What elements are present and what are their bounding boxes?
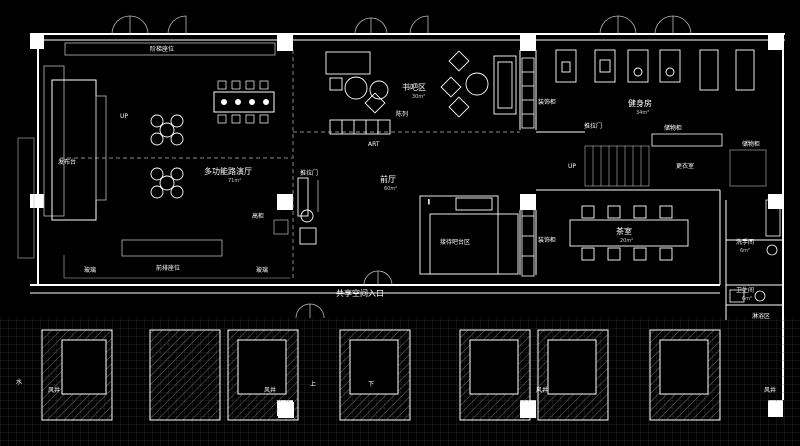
bottom-units bbox=[41, 329, 721, 421]
reception-label: 接待吧台区 bbox=[440, 238, 470, 246]
stair-up-label: 上 bbox=[310, 380, 316, 388]
up-hall-label: UP bbox=[120, 113, 128, 120]
glass-right-label: 玻璃 bbox=[256, 266, 268, 274]
restroom-label: 洗手间 bbox=[736, 238, 754, 246]
changing-box bbox=[729, 149, 767, 187]
lobby-label: 前厅 bbox=[380, 174, 396, 184]
book-bar bbox=[325, 50, 517, 118]
display-cabinet-mid bbox=[521, 195, 535, 277]
water-label: 水 bbox=[16, 378, 22, 386]
multi-hall: 阶梯座位 发布台 UP bbox=[17, 42, 290, 279]
display-mid-label: 装饰柜 bbox=[538, 236, 556, 244]
display-bar-label: 陈列 bbox=[396, 110, 408, 118]
lobby-area: 60m² bbox=[384, 186, 397, 192]
bar-zone-label: 书吧区 bbox=[402, 82, 426, 92]
tea-room-area: 20m² bbox=[620, 238, 633, 244]
multi-hall-label: 多功能路演厅 bbox=[204, 166, 252, 176]
front-seating-label: 前排座位 bbox=[156, 264, 180, 272]
tea-room-label: 茶室 bbox=[616, 226, 632, 236]
bar-zone-area: 30m² bbox=[412, 94, 425, 100]
entry-doors bbox=[295, 270, 393, 319]
gym-lockers bbox=[521, 57, 535, 129]
restroom-area: 6m² bbox=[740, 248, 750, 254]
changing-label: 更衣室 bbox=[676, 162, 694, 170]
storage-cabinet-bar bbox=[651, 133, 723, 147]
gym-label: 健身房 bbox=[628, 98, 652, 108]
multi-hall-area: 71m² bbox=[228, 178, 241, 184]
reception-bar: I bbox=[419, 195, 519, 275]
stair-down-label: 下 bbox=[368, 381, 374, 388]
sliding-door-lobby-label: 推拉门 bbox=[300, 169, 318, 177]
wind-3-label: 风井 bbox=[536, 386, 548, 394]
lounge-table-1 bbox=[150, 114, 184, 146]
sliding-door-gym-label: 推拉门 bbox=[584, 122, 602, 130]
wind-1-label: 风井 bbox=[48, 386, 60, 394]
display-top-label: 装饰柜 bbox=[538, 98, 556, 106]
wind-2-label: 风井 bbox=[264, 386, 276, 394]
restroom-fixtures bbox=[729, 199, 781, 303]
shower-label: 淋浴区 bbox=[752, 312, 770, 320]
reception-marker: I bbox=[428, 199, 430, 206]
bottom-columns bbox=[278, 402, 783, 418]
up-gym-label: UP bbox=[568, 163, 576, 170]
storage-label: 储物柜 bbox=[742, 140, 760, 148]
book-shelf bbox=[329, 119, 391, 135]
top-doors bbox=[111, 15, 692, 35]
gym-equipment bbox=[555, 49, 755, 91]
tea-table bbox=[569, 205, 689, 261]
high-cabinet-label: 高柜 bbox=[252, 212, 264, 220]
glass-left-label: 玻璃 bbox=[84, 266, 96, 274]
stage-seating-label: 阶梯座位 bbox=[150, 45, 174, 53]
storage-cab-label: 储物柜 bbox=[664, 124, 682, 132]
toilet-area: 6m² bbox=[742, 296, 752, 302]
wind-4-label: 风井 bbox=[764, 386, 776, 394]
outer-walls bbox=[30, 33, 785, 400]
art-label: ART bbox=[368, 141, 380, 148]
toilet-label: 卫生间 bbox=[736, 286, 754, 294]
stair bbox=[584, 145, 650, 187]
partitions bbox=[60, 50, 520, 280]
lounge-table-2 bbox=[150, 167, 184, 199]
meeting-table bbox=[213, 80, 275, 124]
release-stage-label: 发布台 bbox=[58, 158, 76, 166]
lobby bbox=[297, 177, 319, 245]
shared-entry-label: 共享空间入口 bbox=[336, 288, 384, 298]
gym-area: 34m² bbox=[636, 110, 649, 116]
interior-walls bbox=[519, 50, 783, 320]
